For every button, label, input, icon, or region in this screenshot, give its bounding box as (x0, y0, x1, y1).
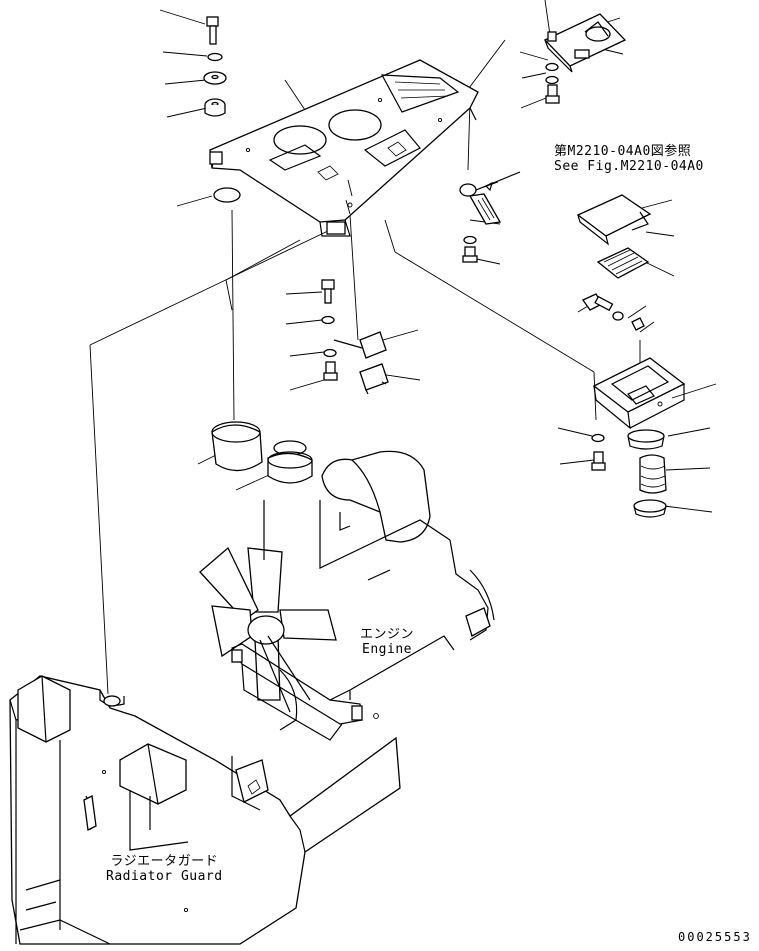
engine-label-en: Engine (362, 642, 412, 657)
radiator-guard-label-en: Radiator Guard (106, 869, 223, 884)
bolt-stack-left (203, 16, 241, 203)
right-side-parts (576, 194, 686, 518)
radiator-guard (9, 675, 401, 945)
engine-label-jp: エンジン (360, 627, 415, 642)
hoses-shroud (211, 421, 431, 543)
top-right-bracket (543, 13, 627, 104)
middle-bolts-clamp (321, 279, 389, 395)
small-bracket-arrow (459, 171, 521, 263)
radiator-guard-label-jp: ラジエータガード (110, 854, 219, 869)
drawing-number: 00025553 (678, 930, 752, 944)
reference-figure-label: 第M2210-04A0図参照 See Fig.M2210-04A0 (554, 144, 704, 174)
reference-jp: 第M2210-04A0図参照 (554, 144, 692, 159)
cooling-fan (199, 546, 337, 713)
engine-label: エンジン Engine (360, 627, 414, 657)
radiator-guard-label: ラジエータガード Radiator Guard (106, 854, 223, 884)
reference-en: See Fig.M2210-04A0 (554, 159, 704, 174)
engine (231, 500, 495, 741)
support-plate (209, 59, 479, 237)
